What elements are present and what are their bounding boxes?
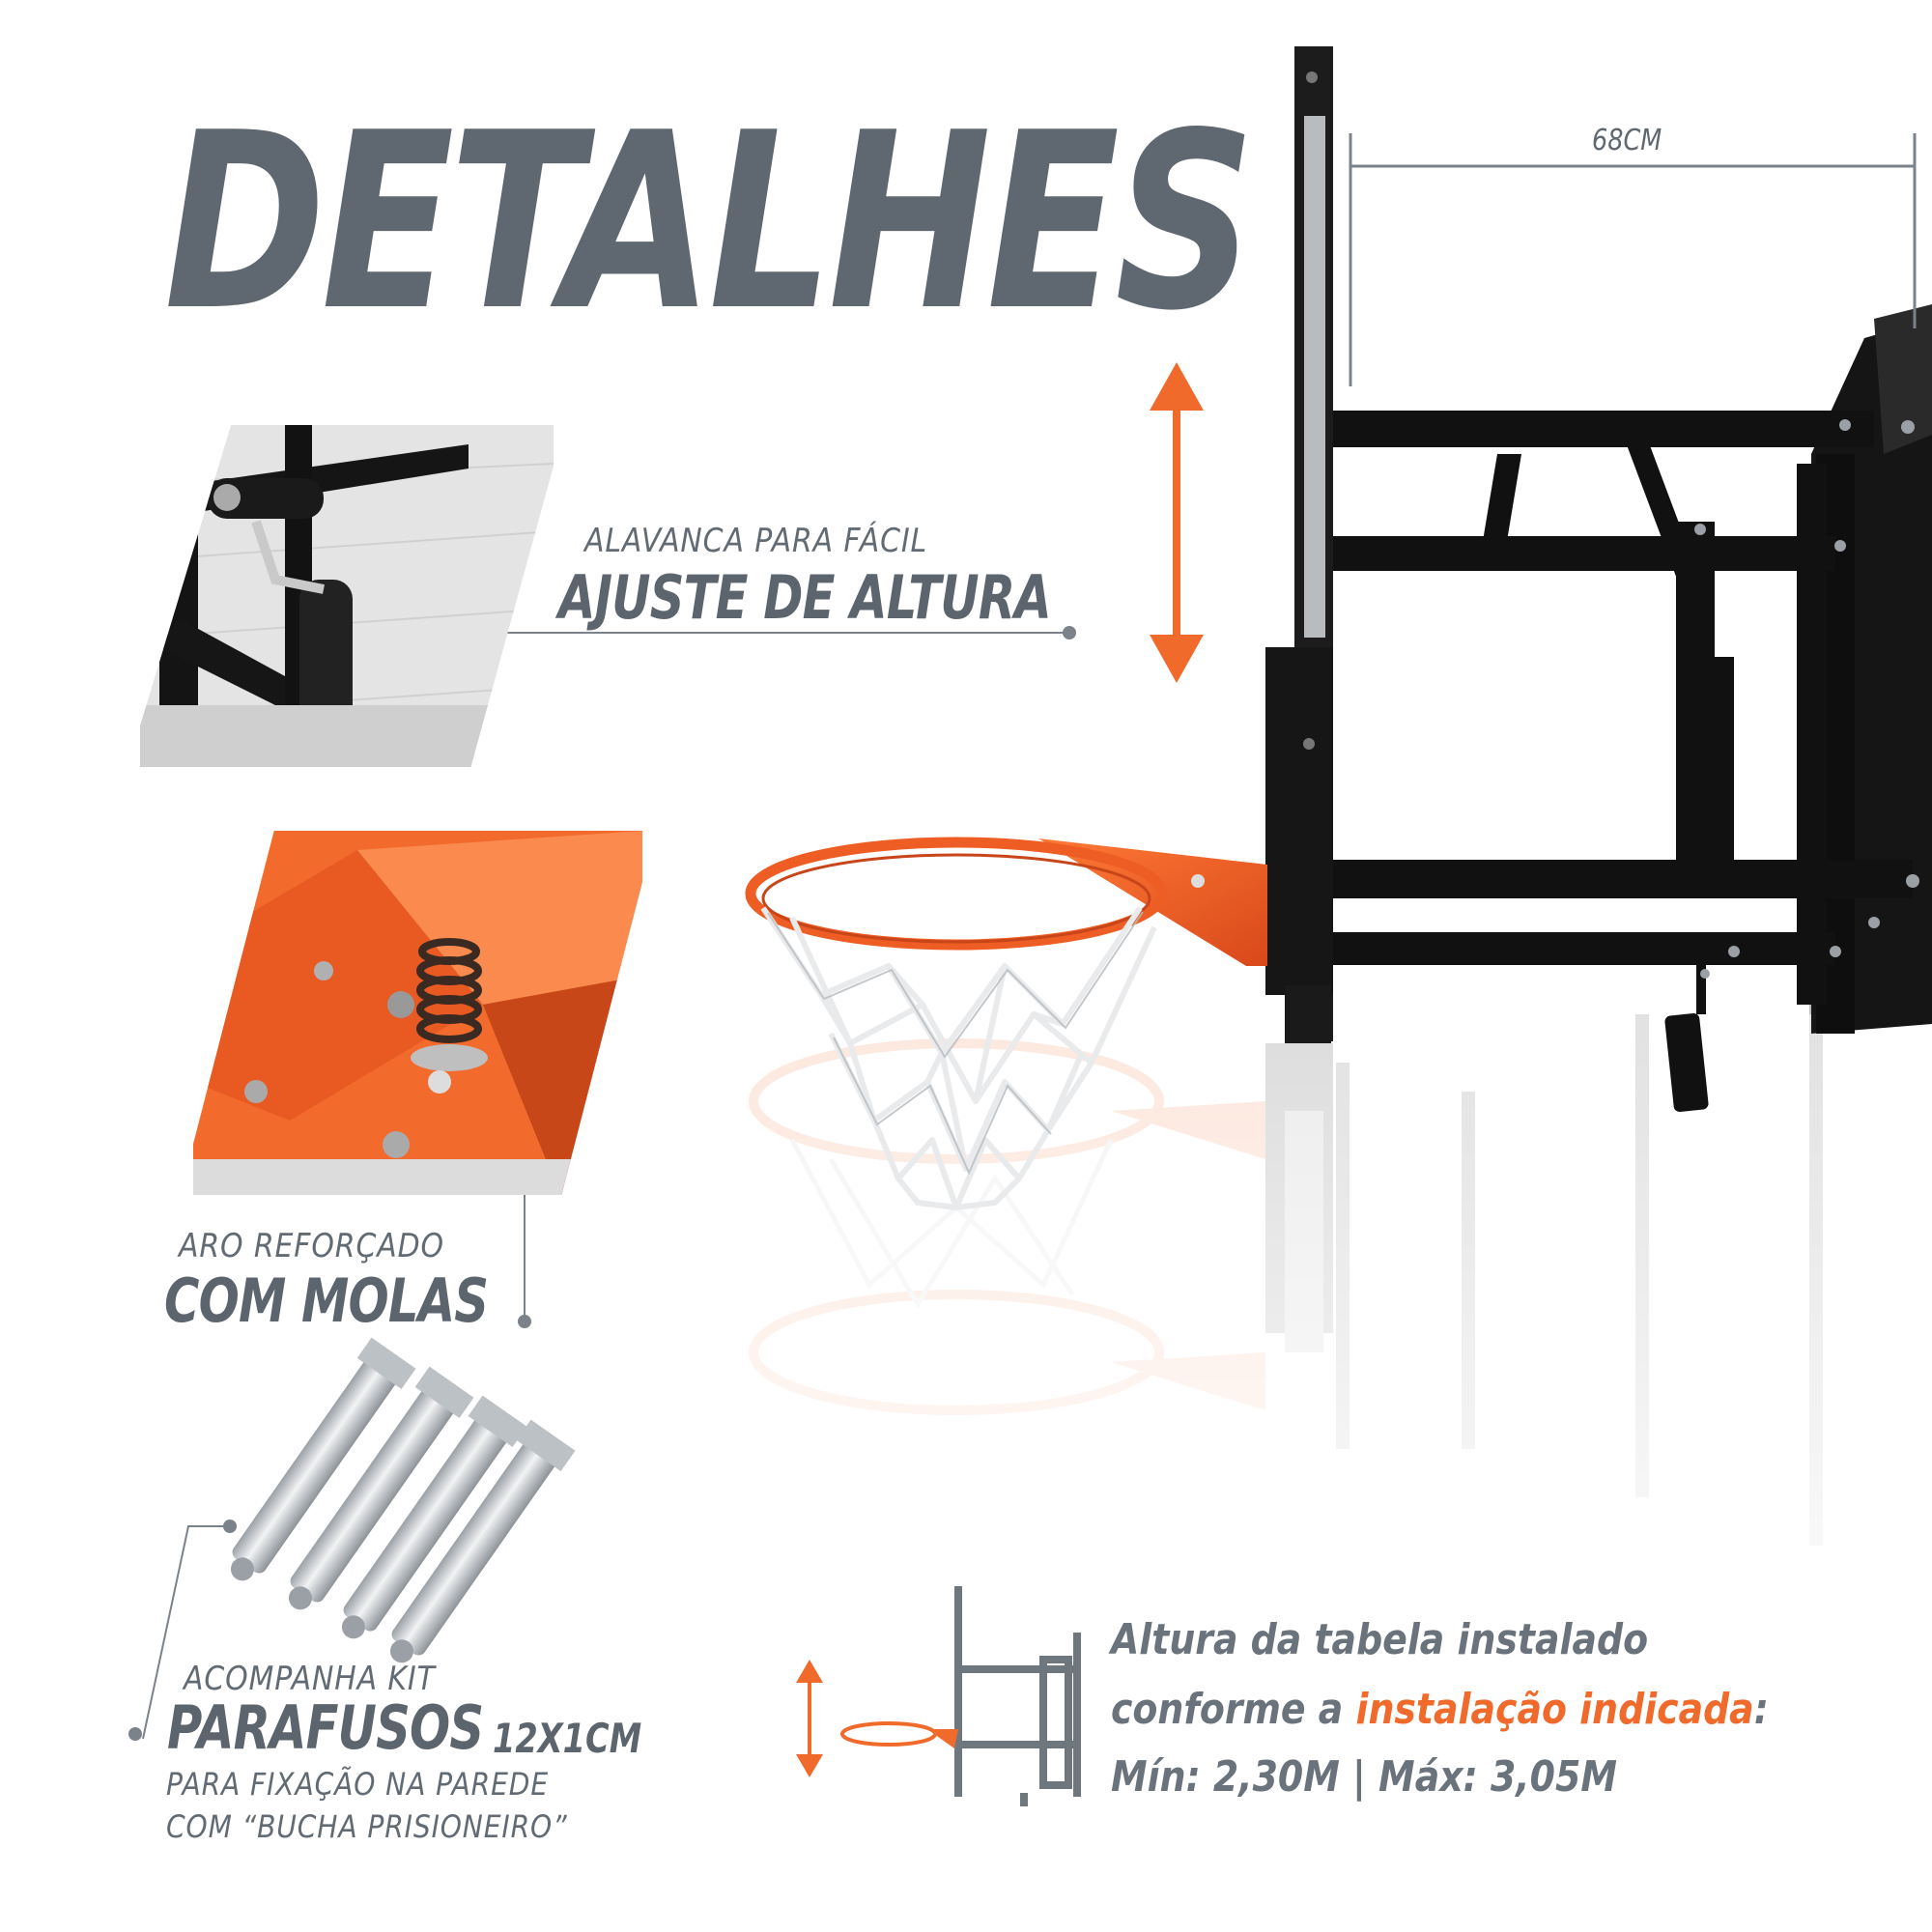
screws-name: PARAFUSOS <box>167 1692 484 1763</box>
net-shadow <box>767 911 1144 1176</box>
steel-frame <box>1333 411 1913 1113</box>
page-title: DETALHES <box>164 81 1255 364</box>
screws-caption-line3: PARA FIXAÇÃO NA PAREDE <box>166 1766 550 1803</box>
install-diagram-icon <box>796 1586 1081 1806</box>
install-line2-suffix: : <box>1753 1685 1769 1734</box>
install-line2-accent: instalação indicada <box>1355 1685 1754 1734</box>
backboard <box>1265 46 1333 1043</box>
screws-caption-line4: COM “BUCHA PRISIONEIRO” <box>166 1808 568 1845</box>
frame-bolts <box>1694 419 1919 979</box>
spring-rim-photo <box>193 831 642 1195</box>
install-line1: Altura da tabela instalado <box>1111 1615 1649 1664</box>
rim-caption-big: COM MOLAS <box>164 1265 489 1336</box>
width-dimension <box>1349 133 1917 386</box>
install-line3: Mín: 2,30M | Máx: 3,05M <box>1111 1752 1617 1802</box>
rim <box>745 837 1267 966</box>
screws-caption-small: ACOMPANHA KIT <box>184 1660 436 1698</box>
lever-caption-big: AJUSTE DE ALTURA <box>558 562 1052 633</box>
height-arrow-icon <box>1150 362 1204 683</box>
width-label: 68CM <box>1592 124 1662 157</box>
lever-caption-small: ALAVANCA PARA FÁCIL <box>584 522 928 560</box>
screws-size: 12X1CM <box>493 1715 642 1762</box>
install-line2: conforme a instalação indicada: <box>1111 1681 1769 1739</box>
install-line2-prefix: conforme a <box>1111 1685 1356 1734</box>
rim-caption-small: ARO REFORÇADO <box>179 1227 444 1265</box>
screws-caption-big: PARAFUSOS <box>167 1692 562 1763</box>
